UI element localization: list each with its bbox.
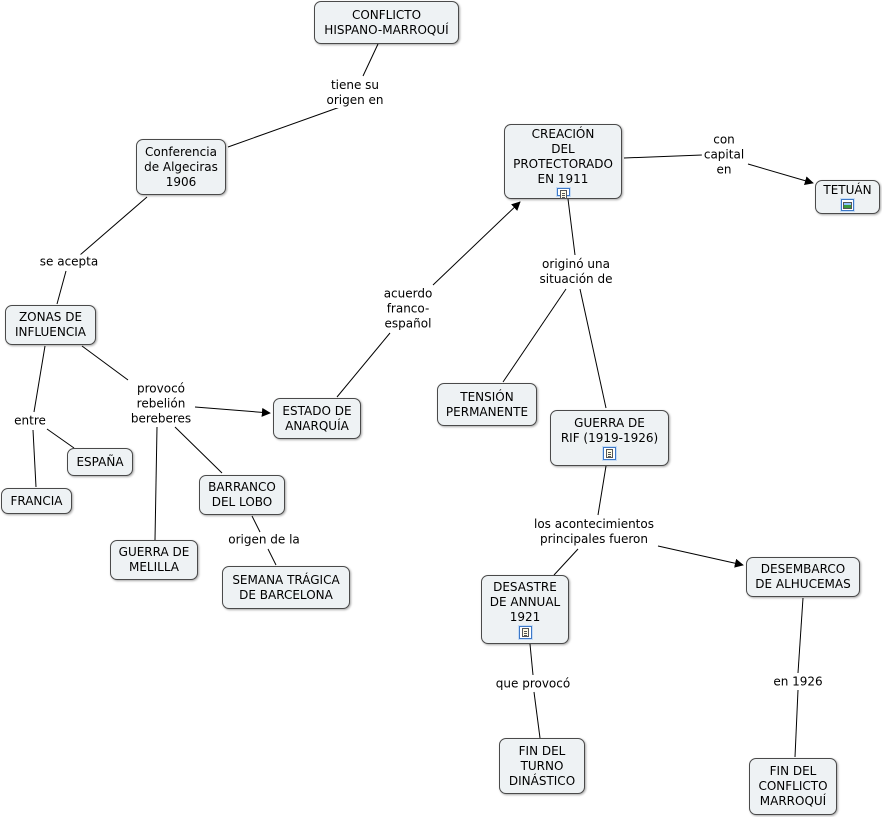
concept-francia[interactable]: FRANCIA [1, 488, 72, 514]
link-tiene-algeciras [227, 106, 341, 148]
concept-fin-turno-dinastico[interactable]: FIN DEL TURNO DINÁSTICO [499, 738, 585, 794]
concept-label: GUERRA DE MELILLA [118, 545, 190, 574]
linking-phrase-se-acepta: se acepta [37, 254, 101, 270]
concept-label: Conferencia de Algeciras 1906 [144, 144, 218, 189]
linking-phrase-origino: originó una situación de [537, 257, 615, 287]
link-anarquia-acuerdo [336, 332, 391, 398]
link-en1926-fin [794, 689, 799, 758]
link-rif-acont [597, 465, 607, 516]
link-provoco-anarquia [194, 406, 271, 417]
link-origino-rif [579, 288, 607, 409]
linking-phrase-acuerdo: acuerdo franco- español [381, 286, 435, 332]
concept-guerra-de-melilla[interactable]: GUERRA DE MELILLA [110, 540, 198, 580]
link-annual-queprovoco [529, 643, 534, 676]
concept-label: FIN DEL CONFLICTO MARROQUÍ [758, 764, 828, 808]
link-creacion-capital [623, 154, 703, 159]
link-acont-annual [553, 548, 579, 576]
concept-label: SEMANA TRÁGICA DE BARCELONA [232, 572, 340, 602]
concept-espana[interactable]: ESPAÑA [67, 448, 133, 476]
linking-phrase-tiene-origen: tiene su origen en [324, 78, 386, 108]
document-icon[interactable] [556, 188, 570, 199]
concept-label: FRANCIA [10, 493, 63, 508]
document-icon[interactable] [518, 626, 532, 639]
link-zonas-entre [33, 345, 46, 413]
concept-tetuan[interactable]: TETUÁN [815, 180, 880, 214]
link-entre-espana [46, 428, 75, 449]
link-algeciras-seacepta [79, 196, 148, 256]
link-acont-alhucemas [657, 545, 744, 568]
link-barranco-origen [251, 515, 261, 533]
concept-label: TENSIÓN PERMANENTE [445, 389, 529, 419]
concept-estado-de-anarquia[interactable]: ESTADO DE ANARQUÍA [273, 398, 361, 439]
linking-phrase-entre: entre [12, 413, 48, 429]
concept-desembarco-de-alhucemas[interactable]: DESEMBARCO DE ALHUCEMAS [746, 557, 860, 597]
link-queprovoco-turno [533, 691, 541, 739]
link-alhucemas-en1926 [797, 597, 804, 674]
concept-guerra-de-rif[interactable]: GUERRA DE RIF (1919-1926) [550, 410, 669, 466]
concept-label: CONFLICTO HISPANO-MARROQUÍ [324, 7, 449, 37]
concept-label: GUERRA DE RIF (1919-1926) [560, 416, 659, 445]
link-zonas-provoco [81, 345, 129, 381]
concept-label: CREACIÓN DEL PROTECTORADO EN 1911 [513, 127, 613, 186]
link-entre-francia [32, 429, 37, 488]
concept-label: FIN DEL TURNO DINÁSTICO [508, 743, 576, 788]
link-acuerdo-creacion [432, 201, 521, 286]
linking-phrase-acontecimientos: los acontecimientos principales fueron [532, 517, 656, 547]
concept-desastre-de-annual[interactable]: DESASTRE DE ANNUAL 1921 [481, 575, 569, 644]
linking-phrase-con-capital: con capital en [701, 132, 747, 178]
link-provoco-barranco [174, 426, 223, 474]
link-provoco-melilla [154, 426, 158, 541]
concept-conflicto-hispano-marroqui[interactable]: CONFLICTO HISPANO-MARROQUÍ [314, 1, 459, 44]
image-icon[interactable] [841, 199, 854, 211]
concept-semana-tragica[interactable]: SEMANA TRÁGICA DE BARCELONA [222, 566, 350, 609]
concept-fin-conflicto-marroqui[interactable]: FIN DEL CONFLICTO MARROQUÍ [749, 758, 837, 815]
concept-label: DESASTRE DE ANNUAL 1921 [489, 580, 561, 624]
concept-tension-permanente[interactable]: TENSIÓN PERMANENTE [437, 383, 537, 426]
linking-phrase-en-1926: en 1926 [771, 674, 825, 690]
concept-label: ESTADO DE ANARQUÍA [282, 403, 352, 433]
linking-phrase-origen-de-la: origen de la [226, 532, 302, 548]
concept-creacion-protectorado[interactable]: CREACIÓN DEL PROTECTORADO EN 1911 [504, 124, 622, 199]
document-icon[interactable] [603, 447, 616, 460]
link-conflicto-tiene [362, 43, 379, 77]
concept-label: ESPAÑA [76, 454, 124, 469]
concept-conferencia-algeciras[interactable]: Conferencia de Algeciras 1906 [136, 139, 226, 195]
concept-label: TETUÁN [823, 183, 872, 197]
linking-phrase-que-provoco: que provocó [493, 676, 573, 692]
concept-barranco-del-lobo[interactable]: BARRANCO DEL LOBO [199, 475, 285, 515]
concept-label: DESEMBARCO DE ALHUCEMAS [755, 562, 851, 591]
link-origino-tension [502, 288, 567, 383]
concept-zonas-de-influencia[interactable]: ZONAS DE INFLUENCIA [5, 305, 96, 345]
link-creacion-origino [567, 198, 576, 256]
concept-label: ZONAS DE INFLUENCIA [15, 310, 86, 339]
link-origen-semana [267, 548, 277, 566]
concept-label: BARRANCO DEL LOBO [208, 480, 276, 509]
link-capital-tetuan [747, 163, 814, 186]
linking-phrase-provoco: provocó rebelión bereberes [128, 381, 194, 427]
link-seacepta-zonas [56, 270, 67, 305]
